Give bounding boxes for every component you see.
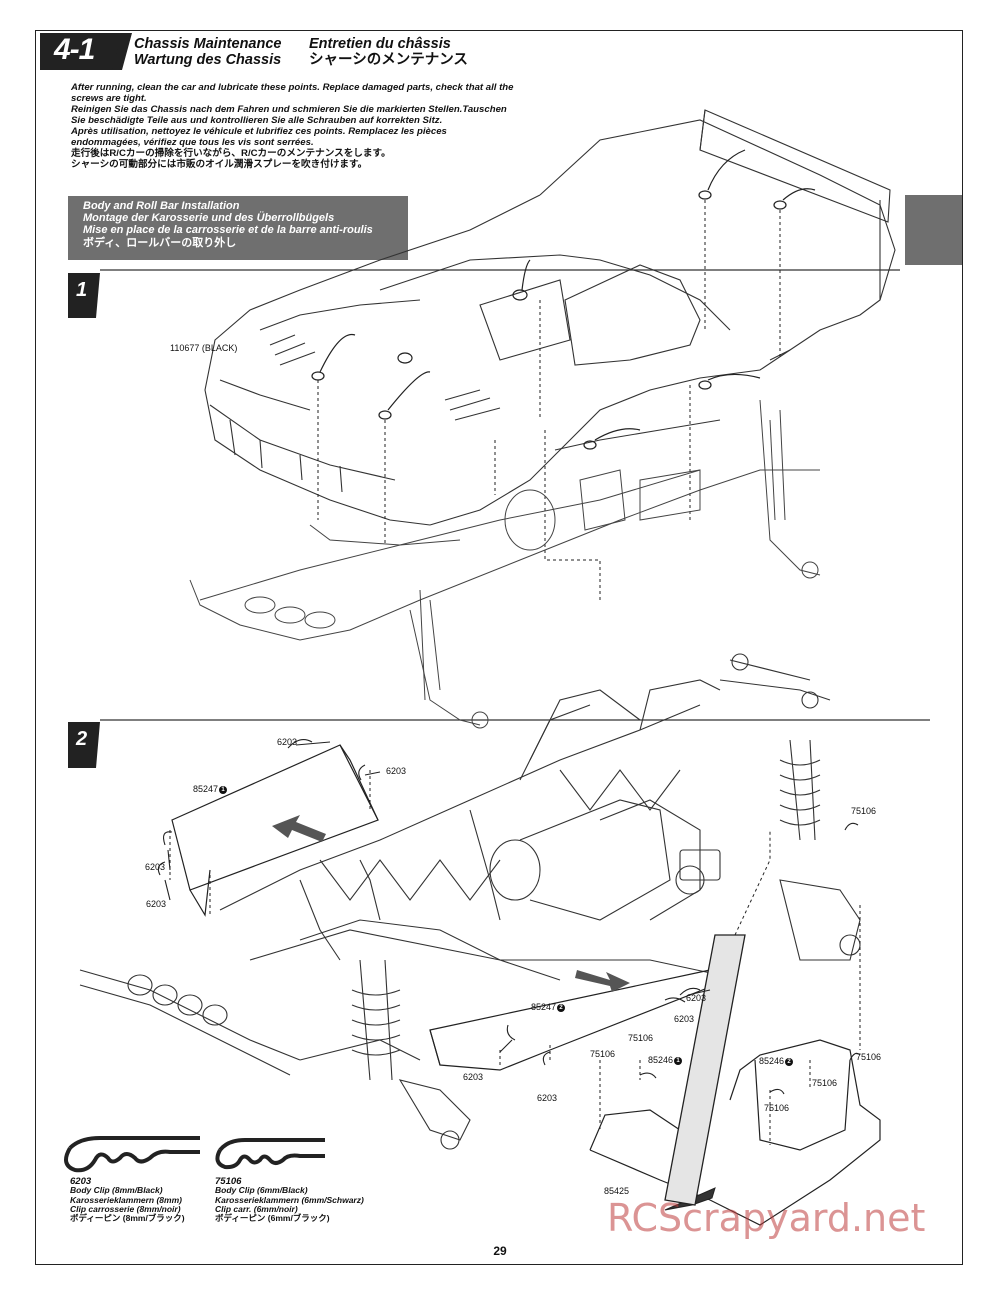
section-number-text: 4-1 [54,33,95,66]
step-2-number: 2 [76,728,88,750]
rod-arrow [664,934,746,1206]
section-number: 4-1 [40,31,120,71]
subsection-line: ボディ、ロールバーの取り外し [83,236,237,249]
legend-line: Body Clip (6mm/Black) [215,1185,308,1196]
legend-6203: 6203 Body Clip (8mm/Black) Karosseriekla… [70,1177,185,1223]
legend-line: Karosserieklammern (6mm/Schwarz) [215,1194,364,1205]
label-body-part: 110677 (BLACK) [170,343,238,353]
part-number: 85247 [193,784,219,794]
circle-marker: 1 [674,1056,683,1065]
label-75106: 75106 [590,1049,616,1059]
legend-clip-75106 [215,1138,325,1170]
header-graphic [40,33,132,70]
title-fr: Entretien du châssis [309,36,451,52]
side-guard-top [171,744,379,917]
page-frame [35,30,963,1265]
label-6203: 6203 [146,899,167,909]
legend-line: ボディーピン (8mm/ブラック) [70,1213,185,1224]
intro-line: After running, clean the car and lubrica… [71,82,514,93]
legend-line: Body Clip (8mm/Black) [70,1185,163,1196]
side-tab [905,195,962,265]
title-ja: シャーシのメンテナンス [309,52,468,68]
label-75106: 75106 [812,1078,838,1088]
legend-line: Clip carrosserie (8mm/noir) [70,1203,181,1214]
intro-line: シャーシの可動部分には市販のオイル潤滑スプレーを吹き付けます。 [71,159,368,170]
label-6203: 6203 [686,993,707,1003]
step1-chassis [189,399,821,729]
chassis-drawing [79,653,861,1150]
label-85425: 85425 [604,1186,630,1196]
intro-line: Reinigen Sie das Chassis nach dem Fahren… [71,104,507,115]
step-2-tab [68,722,100,768]
circle-marker: 2 [557,1003,566,1012]
intro-text: After running, clean the car and lubrica… [71,82,631,170]
legend-part-number: 6203 [70,1176,92,1187]
step-2-label: 2 [68,722,100,768]
guard-arrow-bottom [575,970,630,992]
truck-body-drawing [204,109,896,526]
label-75106: 75106 [851,806,877,816]
label-6203: 6203 [277,737,298,747]
watermark: RCScrapyard.net [607,1196,926,1240]
page-number: 29 [493,1244,507,1258]
subsection-line: Body and Roll Bar Installation [83,200,240,212]
label-75106: 75106 [856,1052,882,1062]
legend-75106: 75106 Body Clip (6mm/Black) Karosseriekl… [215,1177,364,1223]
title-en: Chassis Maintenance [134,36,282,52]
label-6203: 6203 [674,1014,695,1024]
subsection-line: Mise en place de la carrosserie et de la… [83,224,373,237]
legend-line: ボディーピン (6mm/ブラック) [215,1213,330,1224]
label-6203: 6203 [463,1072,484,1082]
step2-clips [157,739,861,1095]
intro-line: endommagées, vérifiez que tous les vis s… [71,137,314,148]
legend-part-number: 75106 [215,1176,242,1187]
step-1-number: 1 [76,279,88,301]
title-de: Wartung des Chassis [134,52,282,68]
step1-guide-lines [317,200,781,600]
label-6203: 6203 [537,1093,558,1103]
part-number: 85247 [531,1002,557,1012]
skid-plate-rear [589,1039,881,1226]
label-6203: 6203 [145,862,166,872]
label-6203: 6203 [386,766,407,776]
legend-line: Clip carr. (6mm/noir) [215,1203,298,1214]
part-number: 85246 [648,1055,674,1065]
intro-line: Sie beschädigte Teile aus und kontrollie… [71,115,443,126]
intro-line: screws are tight. [71,93,147,104]
step2-guide-lines [169,770,861,1145]
circle-marker: 1 [219,785,228,794]
intro-line: Après utilisation, nettoyez le véhicule … [71,126,447,137]
step-1-label: 1 [68,273,100,319]
legend-line: Karosserieklammern (8mm) [70,1194,182,1205]
guard-arrow-top [272,815,326,842]
circle-marker: 2 [785,1057,794,1066]
label-75106: 75106 [764,1103,790,1113]
step-1-tab [68,273,100,318]
legend-clip-6203 [64,1136,200,1173]
subsection-line: Montage der Karosserie und des Überrollb… [83,212,335,225]
label-75106: 75106 [628,1033,654,1043]
part-number: 85246 [759,1056,785,1066]
intro-line: 走行後はR/Cカーの掃除を行いながら、R/Cカーのメンテナンスをします。 [71,148,391,159]
step1-clips [311,149,816,450]
subsection-banner [68,196,408,260]
subsection-title: Body and Roll Bar Installation Montage d… [83,200,413,249]
